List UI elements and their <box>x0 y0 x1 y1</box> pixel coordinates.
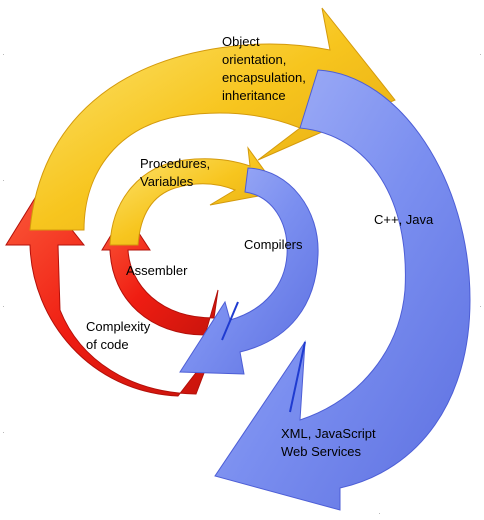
inner-blue-arrow <box>179 167 319 375</box>
outer-red-arrow <box>5 189 213 397</box>
label-object-orientation: Object orientation, encapsulation, inher… <box>222 34 306 103</box>
label-assembler: Assembler <box>126 263 188 278</box>
outer-blue-arrow <box>214 69 471 511</box>
label-cpp-java: C++, Java <box>374 212 434 227</box>
background-dots <box>3 54 481 514</box>
inner-yellow-arrow <box>109 146 281 246</box>
label-complexity-of-code: Complexity of code <box>86 319 151 352</box>
label-compilers: Compilers <box>244 237 303 252</box>
label-xml-javascript: XML, JavaScript Web Services <box>281 426 376 459</box>
label-procedures-variables: Procedures, Variables <box>140 156 211 189</box>
outer-yellow-arrow <box>29 7 396 231</box>
